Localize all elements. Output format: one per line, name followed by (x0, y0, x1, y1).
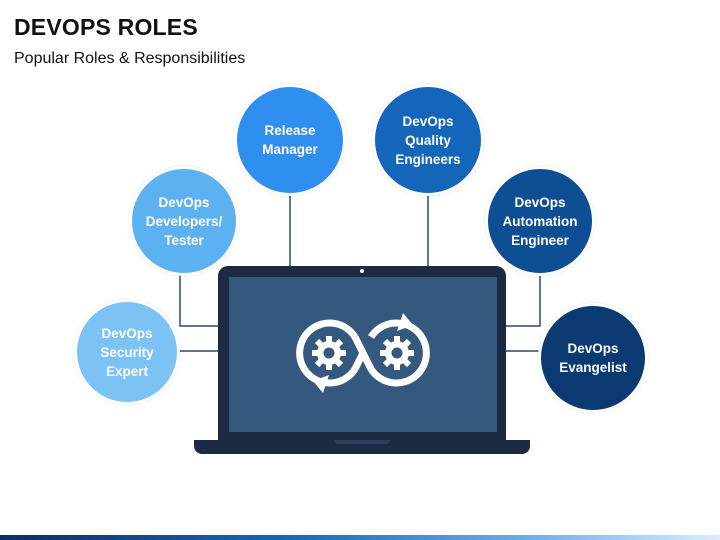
role-label: Release Manager (262, 123, 318, 157)
role-label: DevOps Automation Engineer (502, 194, 578, 248)
devops-infinity-gears-icon (296, 313, 430, 393)
role-quality-engineers: DevOps Quality Engineers (372, 84, 484, 196)
role-developers-tester: DevOps Developers/ Tester (129, 166, 239, 276)
role-label: DevOps Quality Engineers (395, 113, 461, 167)
role-label: DevOps Security Expert (100, 325, 154, 379)
connector-automation (506, 272, 541, 327)
page-title: DEVOPS ROLES (14, 14, 198, 40)
bottom-accent-bar (0, 535, 720, 540)
connector-developers (179, 272, 218, 327)
role-label: DevOps Developers/ Tester (145, 194, 223, 248)
role-evangelist: DevOps Evangelist (538, 303, 648, 413)
laptop-base (194, 440, 530, 454)
laptop-camera (360, 269, 364, 273)
role-label: DevOps Evangelist (559, 341, 627, 375)
role-security-expert: DevOps Security Expert (74, 299, 180, 405)
page-subtitle: Popular Roles & Responsibilities (14, 50, 246, 67)
laptop-notch (334, 440, 390, 444)
role-release-manager: Release Manager (234, 84, 346, 196)
role-automation-engineer: DevOps Automation Engineer (485, 166, 595, 276)
